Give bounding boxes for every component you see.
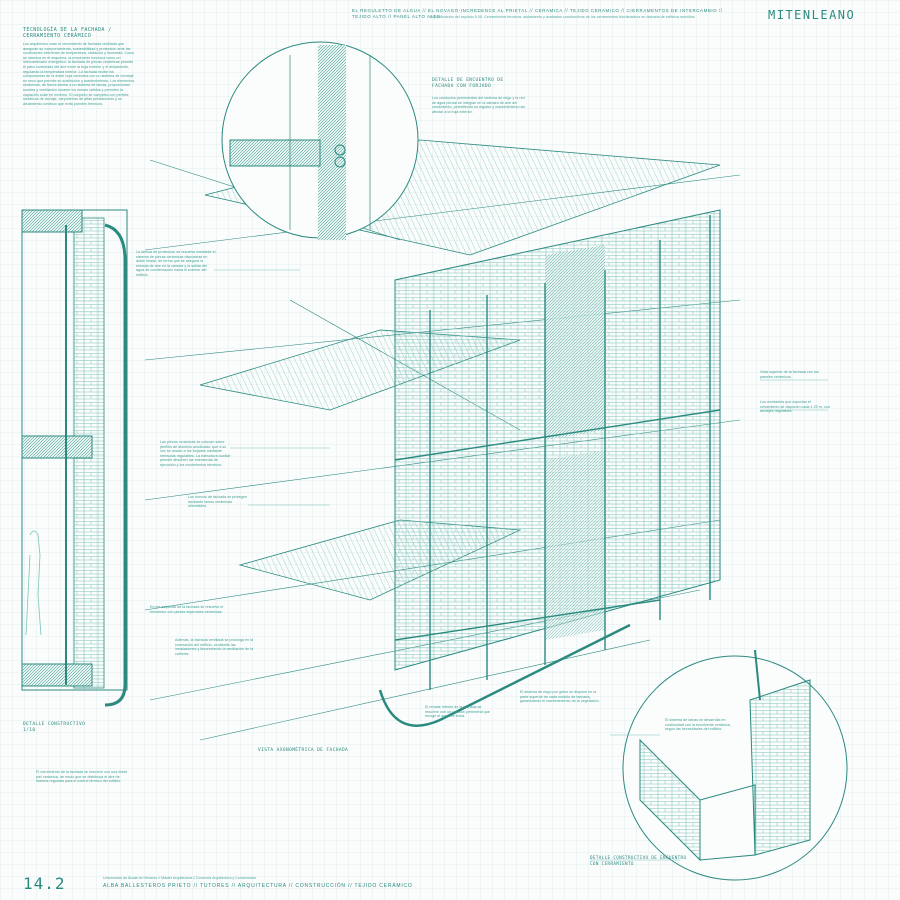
- axonometric-label: VISTA AXONOMÉTRICA DE FACHADA: [258, 748, 349, 753]
- note-top-view: Vista superior de la fachada con los pan…: [760, 370, 819, 379]
- note-ceramic-layer: La lámina de protección se resuelve medi…: [136, 250, 216, 277]
- leader-lines: [214, 269, 828, 861]
- left-heading: TECNOLOGÍA DE LA FACHADA / CERRAMIENTO C…: [23, 27, 112, 39]
- note-aluminium-profiles: Las piezas cerámicas se colocan sobre pe…: [160, 440, 231, 467]
- footer-authors: ALBA BALLESTEROS PRIETO // TUTORES // AR…: [103, 883, 413, 889]
- detail-circle-bottom: [622, 649, 848, 881]
- sheet-subtitle: Especificación del capítulo 5.00. Cerram…: [430, 15, 696, 19]
- gutter: [378, 623, 631, 727]
- human-figure: [25, 530, 42, 636]
- note-mullions: Los montantes que soportan el cerramient…: [760, 400, 830, 414]
- footer-course: Universidad de Alcalá de Henares // Mást…: [103, 876, 257, 880]
- left-body-text: Los arquitectos usan el cerramiento de f…: [23, 42, 135, 106]
- ceramic-facade: [394, 209, 721, 690]
- note-louvres: Los huecos de fachada se protegen median…: [188, 495, 247, 509]
- note-irrigation: El sistema de riego por goteo se dispone…: [520, 690, 600, 704]
- detail-circle-top: [221, 41, 419, 240]
- brand-logo: MITENLEANO: [768, 8, 856, 22]
- sheet-header: EL REGULETTO DE ALGUA // EL NOVAGO-INCRE…: [352, 8, 723, 19]
- sheet-number: 14.2: [23, 874, 66, 893]
- detail-top-title: DETALLE DE ENCUENTRO DE FACHADA CON FORJ…: [432, 78, 504, 89]
- left-bottom-note: El cerramiento de la fachada se resuelve…: [36, 770, 128, 784]
- note-crown: Además, la fachada ventilada se prolonga…: [175, 638, 254, 656]
- note-gutter: El remate inferior de la fachada se resu…: [425, 705, 490, 719]
- detail-bottom-label: DETALLE CONSTRUCTIVO DE ENCUENTRO CON CE…: [590, 855, 687, 866]
- note-corners: En las esquinas de la fachada se resuelv…: [150, 605, 224, 614]
- wall-section: [21, 209, 128, 707]
- detail-label-left: DETALLE CONSTRUCTIVO 1/10: [23, 722, 86, 733]
- detail-top-text: Los conductos perimetrales del sistema d…: [432, 96, 526, 114]
- note-louvre-system: El sistema de lamas se desarrolla en con…: [665, 718, 731, 732]
